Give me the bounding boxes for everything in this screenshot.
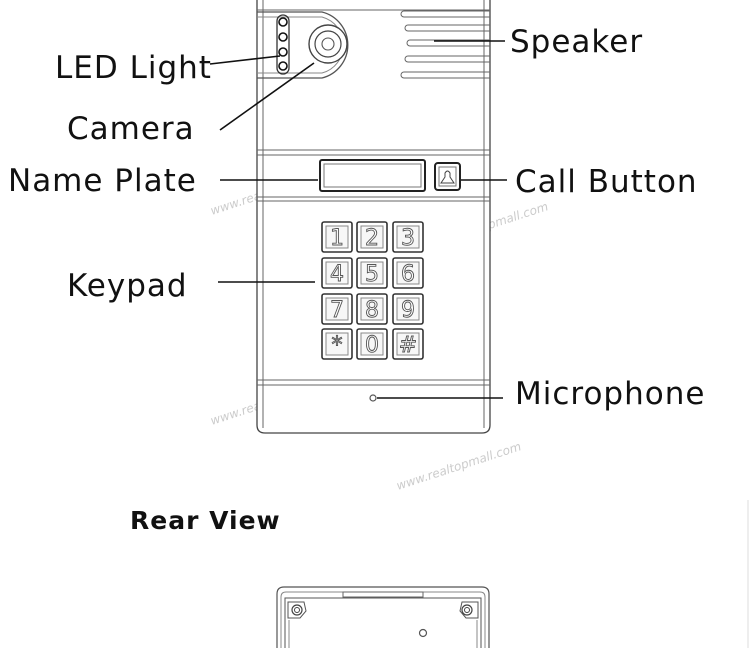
- rear-view-device: [276, 586, 490, 648]
- call-button[interactable]: [434, 162, 461, 191]
- keypad-key[interactable]: 5: [356, 257, 388, 289]
- rear-view-title: Rear View: [130, 506, 281, 535]
- key-face: [396, 297, 420, 321]
- key-label: 6: [401, 262, 415, 287]
- key-label: 2: [365, 226, 379, 251]
- speaker-grille: [400, 10, 490, 79]
- bell-icon: [440, 170, 455, 184]
- keypad-key[interactable]: *: [321, 328, 353, 360]
- keypad-key[interactable]: 7: [321, 293, 353, 325]
- keypad-key[interactable]: 1: [321, 221, 353, 253]
- key-label: 5: [365, 262, 379, 287]
- key-label: 4: [330, 262, 344, 287]
- led-icon: [278, 61, 288, 71]
- key-label: #: [399, 333, 417, 358]
- key-face: [325, 261, 349, 285]
- microphone-icon: [369, 394, 377, 402]
- key-label: 8: [365, 298, 379, 323]
- key-face: [325, 332, 349, 356]
- keypad-key[interactable]: 4: [321, 257, 353, 289]
- key-face: [360, 297, 384, 321]
- label-led-light: LED Light: [55, 50, 212, 86]
- keypad-key[interactable]: #: [392, 328, 424, 360]
- keypad-key[interactable]: 2: [356, 221, 388, 253]
- name-plate: [319, 159, 426, 192]
- screw-icon: [287, 601, 307, 619]
- screw-icon: [459, 601, 479, 619]
- label-call-button: Call Button: [515, 164, 698, 200]
- key-face: [360, 225, 384, 249]
- key-label: 7: [330, 298, 344, 323]
- key-label: 1: [330, 226, 344, 251]
- device-body: [256, 0, 491, 434]
- led-icon: [278, 47, 288, 57]
- camera-housing: [257, 11, 349, 79]
- key-face: [396, 261, 420, 285]
- key-label: 9: [401, 298, 415, 323]
- key-label: 0: [365, 333, 379, 358]
- callout-lines: [209, 40, 507, 399]
- key-face: [396, 225, 420, 249]
- led-icon: [278, 32, 288, 42]
- label-speaker: Speaker: [510, 24, 643, 60]
- led-icon: [278, 17, 288, 27]
- key-face: [325, 225, 349, 249]
- watermark: www.realtopmall.com: [395, 439, 523, 493]
- key-face: [396, 332, 420, 356]
- key-face: [360, 261, 384, 285]
- camera-lens-icon: [308, 24, 348, 64]
- keypad-key[interactable]: 3: [392, 221, 424, 253]
- led-light-icons: [276, 14, 290, 75]
- label-microphone: Microphone: [515, 376, 705, 412]
- rear-hole: [418, 628, 428, 638]
- label-keypad: Keypad: [67, 268, 188, 304]
- rear-slot: [342, 591, 424, 598]
- keypad-key[interactable]: 9: [392, 293, 424, 325]
- label-camera: Camera: [67, 111, 195, 147]
- label-name-plate: Name Plate: [8, 163, 197, 199]
- key-face: [325, 297, 349, 321]
- keypad-key[interactable]: 0: [356, 328, 388, 360]
- key-face: [360, 332, 384, 356]
- keypad-key[interactable]: 6: [392, 257, 424, 289]
- keypad-key[interactable]: 8: [356, 293, 388, 325]
- key-label: *: [332, 333, 343, 358]
- key-label: 3: [401, 226, 415, 251]
